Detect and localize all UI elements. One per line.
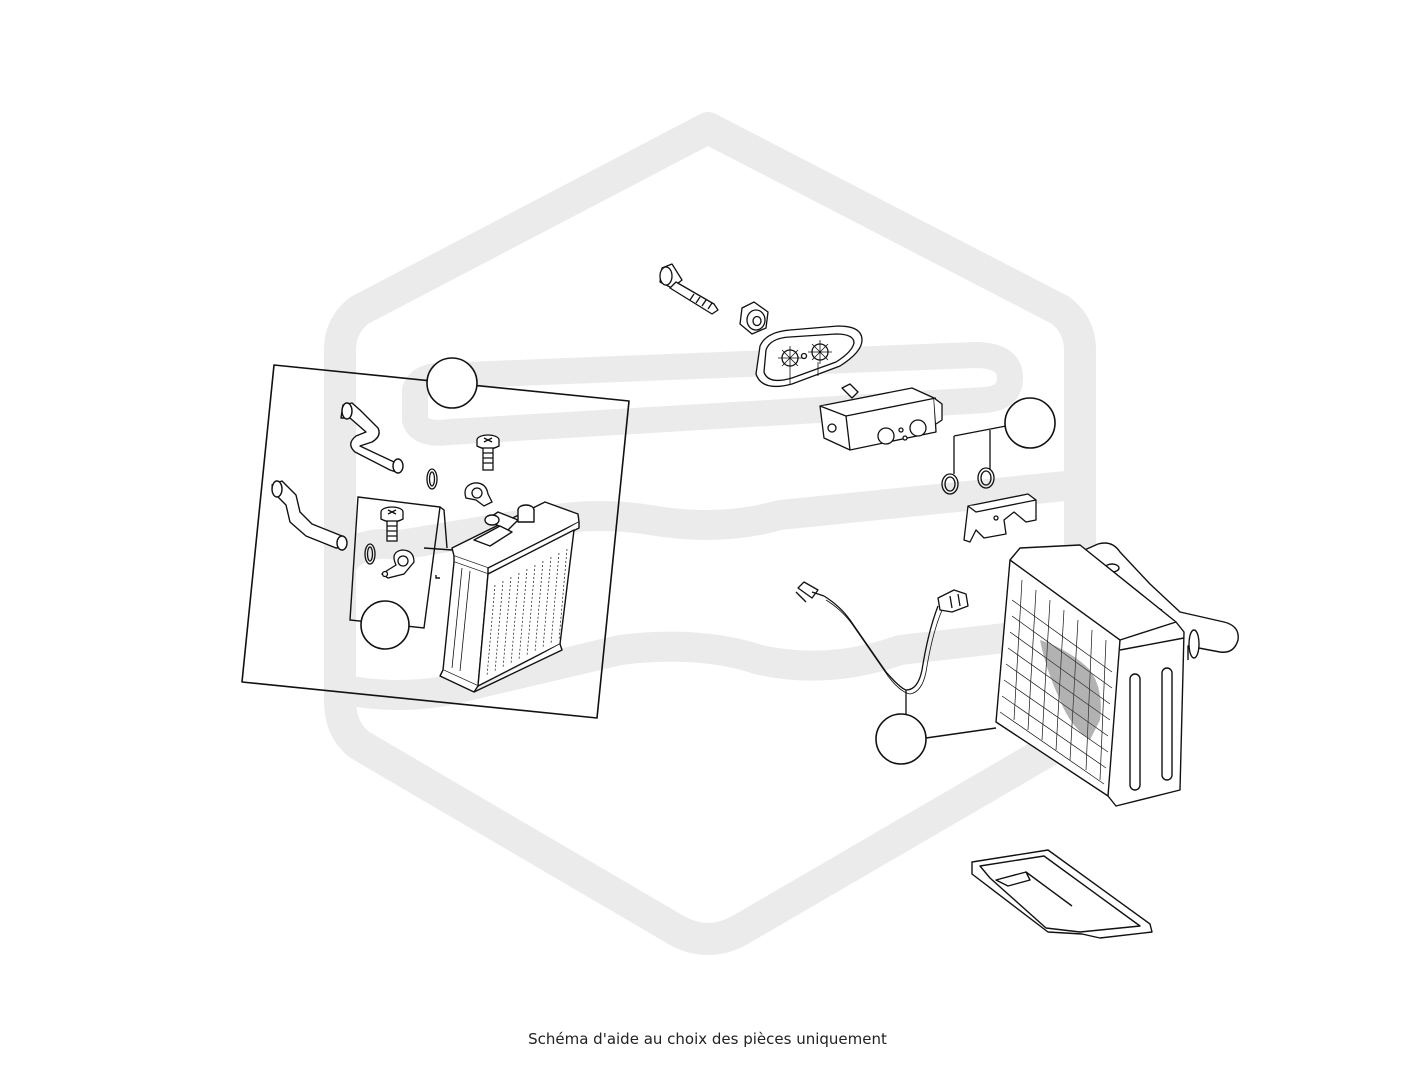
clamp-screw-icon-2[interactable]: [380, 506, 404, 542]
callout-circle-valve-o-rings[interactable]: [1004, 397, 1056, 449]
pipe-clamp-icon-2[interactable]: [380, 549, 415, 579]
pipe-clamp-icon[interactable]: [464, 482, 493, 507]
callout-circle-heater-core[interactable]: [426, 357, 478, 409]
clamp-screw-icon[interactable]: [476, 434, 500, 471]
valve-gasket-icon[interactable]: [755, 325, 863, 388]
o-ring-icon[interactable]: [426, 468, 438, 490]
drain-tray-icon[interactable]: [971, 849, 1153, 939]
heater-hose-upper-icon[interactable]: [340, 402, 404, 474]
callout-circle-evaporator[interactable]: [875, 713, 927, 765]
clamp-kit-subframe: [349, 496, 453, 629]
heater-core-assembly-box[interactable]: [241, 364, 630, 719]
heater-hose-lower-icon[interactable]: [271, 480, 348, 551]
evaporator-core-icon[interactable]: [995, 542, 1239, 807]
grommet-nut-icon[interactable]: [739, 301, 769, 335]
valve-bracket-icon[interactable]: [963, 493, 1037, 543]
mounting-bolt-icon[interactable]: [659, 263, 719, 315]
callout-circle-clamp-kit[interactable]: [360, 600, 410, 650]
heater-core-icon[interactable]: [439, 501, 580, 693]
temperature-sensor-wire-icon[interactable]: [795, 581, 969, 714]
o-ring-icon-2[interactable]: [364, 543, 376, 565]
expansion-valve-icon[interactable]: [819, 383, 943, 451]
diagram-caption: Schéma d'aide au choix des pièces unique…: [528, 1030, 887, 1048]
